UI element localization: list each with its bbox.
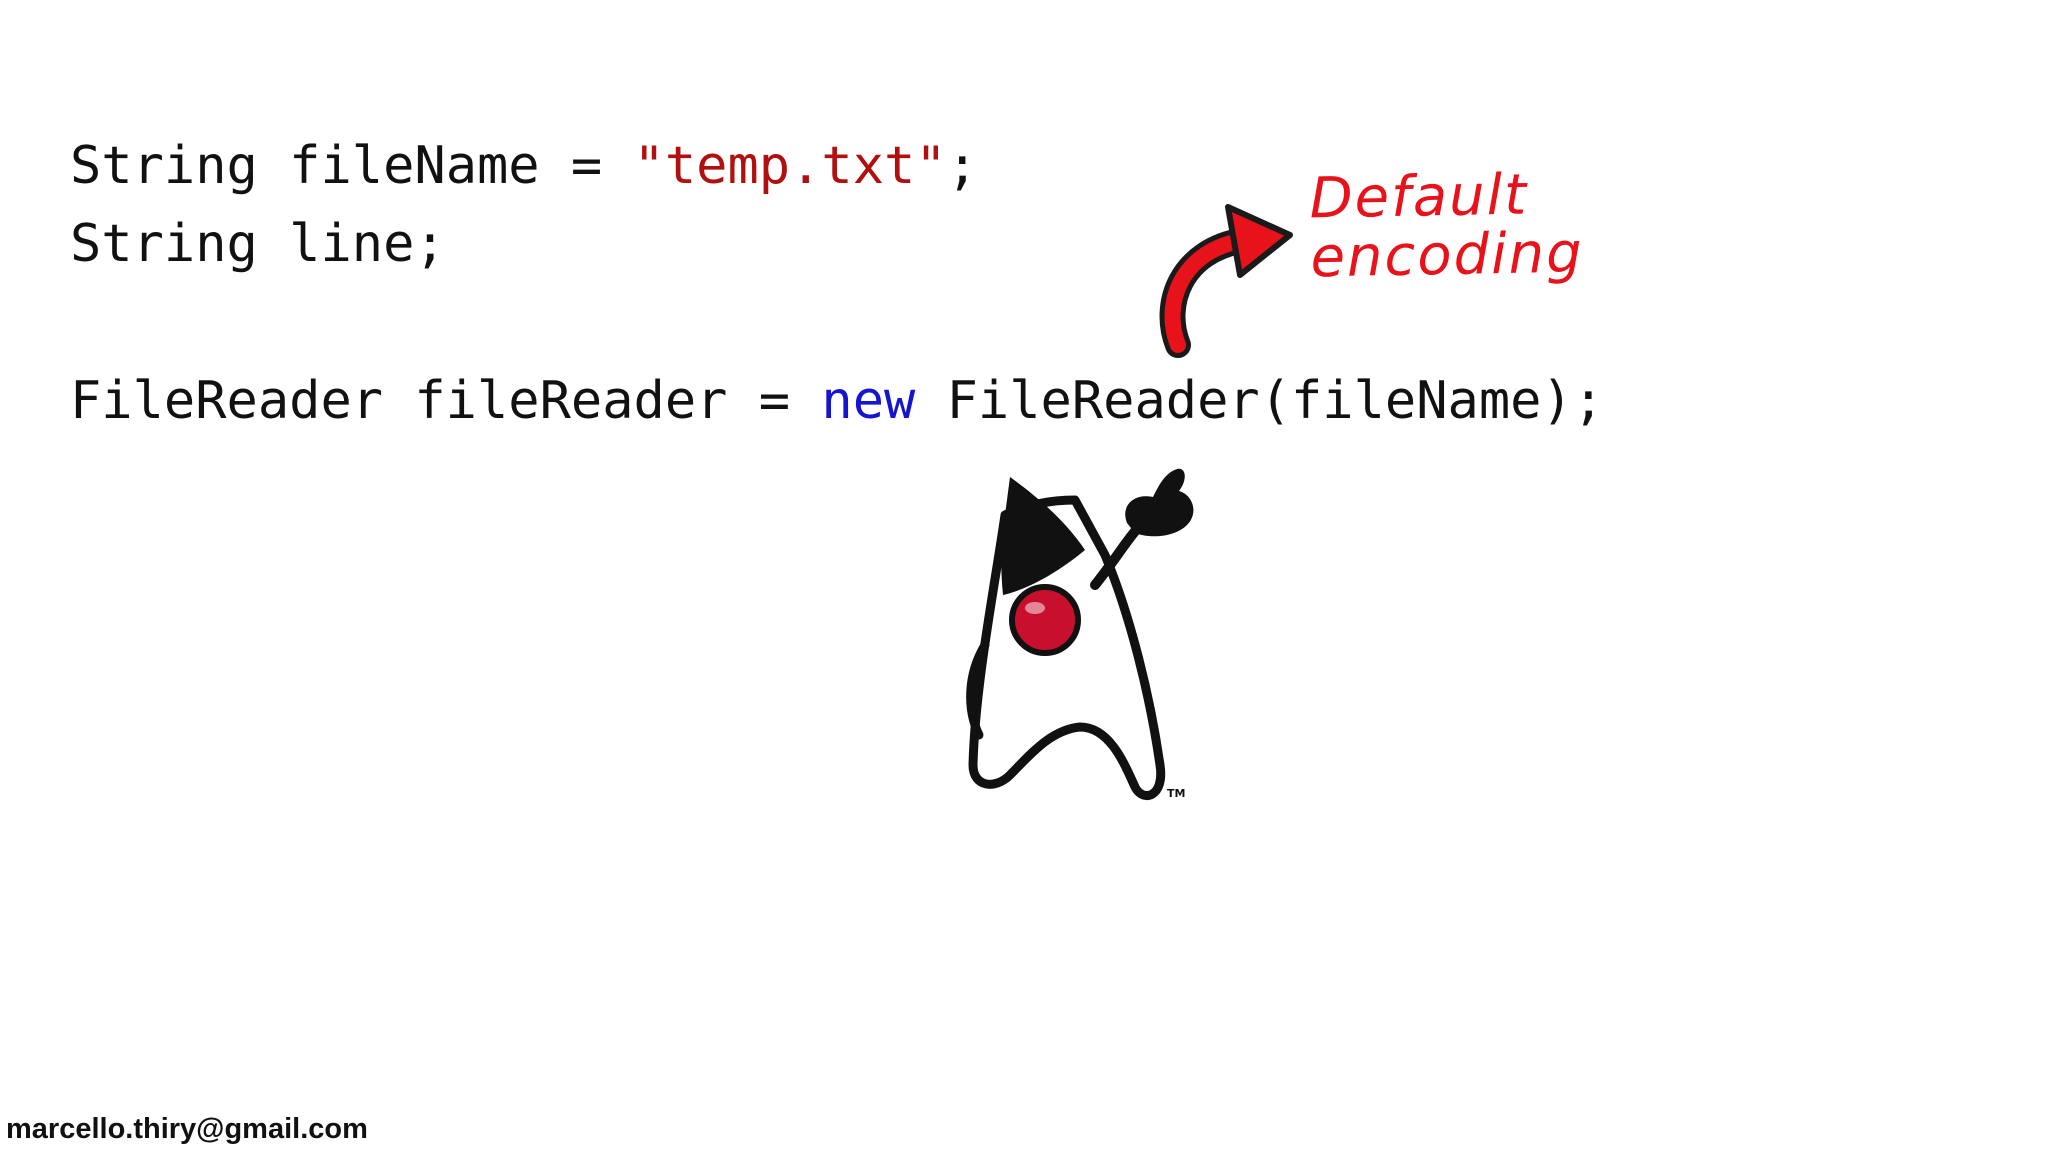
code-constructor-call: FileReader(fileName); (946, 371, 1605, 431)
note-line-2: encoding (1309, 220, 1585, 291)
code-declaration: FileReader fileReader (70, 371, 728, 431)
code-variable: fileName (289, 136, 540, 196)
code-line-filereader: FileReader fileReader = new FileReader(f… (70, 375, 1604, 427)
code-line-line: String line; (70, 214, 446, 274)
code-semicolon: ; (946, 136, 978, 196)
code-operator: = (758, 371, 791, 431)
curved-arrow-icon (1159, 204, 1293, 358)
default-encoding-note: Default encoding (1308, 162, 1585, 291)
code-keyword: new (821, 371, 916, 431)
code-string-literal: "temp.txt" (633, 136, 947, 196)
note-line-1: Default (1308, 162, 1529, 232)
code-line-filename: String fileName = "temp.txt"; (70, 140, 978, 192)
trademark-label: TM (1167, 787, 1185, 800)
author-email: marcello.thiry@gmail.com (6, 1113, 368, 1145)
code-operator: = (570, 136, 603, 196)
code-type: String (70, 136, 258, 196)
java-duke-mascot-icon: TM (966, 468, 1194, 800)
